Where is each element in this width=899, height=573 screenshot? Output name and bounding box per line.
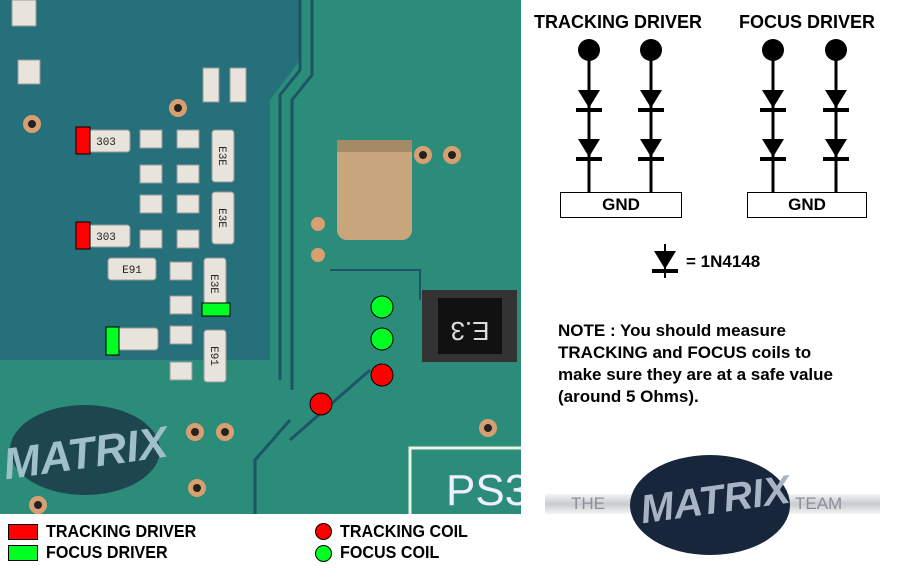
tracking-driver-marker [75, 221, 91, 250]
legend-tracking-coil: TRACKING COIL [340, 521, 468, 541]
legend-focus-driver: FOCUS DRIVER [46, 542, 168, 562]
legend-tracking-driver: TRACKING DRIVER [46, 521, 197, 541]
tracking-driver-marker [75, 126, 91, 155]
gnd-box-tracking: GND [560, 192, 682, 218]
tracking-diode-string [576, 39, 664, 192]
diode-schematic [576, 39, 849, 278]
focus-coil-marker [370, 327, 394, 351]
diode-marking: E.3 [450, 316, 489, 346]
matrix-watermark-logo: MATRIX [0, 405, 173, 495]
diode-legend-label: = 1N4148 [686, 252, 761, 271]
pcb-silkscreen: PS3 [446, 466, 521, 514]
focus-driver-swatch [8, 545, 38, 561]
resistor-label: E3E [215, 146, 227, 166]
resistor-label: E91 [122, 265, 142, 277]
focus-coil-swatch [315, 545, 332, 562]
resistor-label: 303 [96, 137, 116, 149]
resistor-label: E3E [207, 274, 219, 294]
resistor-label: E3E [215, 208, 227, 228]
focus-driver-marker [201, 302, 231, 317]
gnd-box-focus: GND [747, 192, 867, 218]
focus-diode-string [760, 39, 849, 192]
tracking-driver-swatch [8, 524, 38, 540]
diode-symbol-icon [652, 244, 678, 278]
tracking-driver-title: TRACKING DRIVER [534, 12, 703, 32]
legend-focus-coil: FOCUS COIL [340, 542, 440, 562]
focus-driver-title: FOCUS DRIVER [739, 12, 876, 32]
tracking-coil-marker [309, 392, 333, 416]
measurement-note: NOTE : You should measure TRACKING and F… [558, 321, 833, 406]
focus-driver-marker [105, 326, 120, 356]
focus-coil-marker [370, 295, 394, 319]
tracking-coil-marker [370, 363, 394, 387]
pcb-photo: E.3 303 303 E91 E3E E91 E3E E3E PS3 MATR… [0, 0, 521, 514]
matrix-team-logo: THE TEAM MATRIX [545, 450, 880, 560]
resistor-label: 303 [96, 232, 116, 244]
tracking-coil-swatch [315, 523, 332, 540]
resistor-label: E91 [207, 346, 219, 366]
